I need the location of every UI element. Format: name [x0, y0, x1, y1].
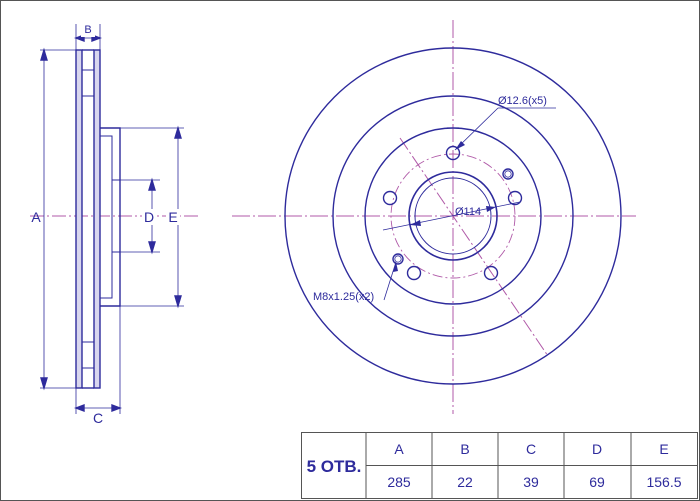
- spec-value-b: 22: [457, 474, 473, 490]
- spec-value-d: 69: [589, 474, 605, 490]
- center-bore-label: Ø114: [455, 206, 481, 218]
- threaded-hole-thread: [394, 255, 402, 263]
- center-bore-chamfer: [414, 177, 492, 255]
- side-view: [30, 24, 198, 414]
- spec-col-header-b: B: [460, 441, 469, 457]
- dim-e-label: E: [168, 209, 177, 225]
- thread-leader: [383, 261, 397, 301]
- threaded-hole: [502, 168, 514, 180]
- bolt-hole-label: Ø12.6(x5): [498, 95, 547, 107]
- spec-col-header-a: A: [394, 441, 404, 457]
- bolt-hole: [445, 145, 461, 161]
- bolt-hole: [406, 265, 422, 281]
- side-disc-plate-right: [93, 49, 101, 389]
- dim-b-label: B: [84, 24, 91, 36]
- threaded-hole: [392, 253, 404, 265]
- disc-outer-edge: [284, 47, 622, 385]
- dim-a-label: A: [31, 209, 41, 225]
- spec-col-header-e: E: [659, 441, 668, 457]
- spec-value-c: 39: [523, 474, 539, 490]
- side-hub-bore: [111, 179, 121, 253]
- spec-value-e: 156.5: [646, 474, 681, 490]
- side-hat-outline: [100, 127, 121, 307]
- side-disc-plate-left: [75, 49, 83, 389]
- dim-d-label: D: [144, 209, 154, 225]
- spec-value-a: 285: [387, 474, 411, 490]
- spec-table: 5 ОТВ. A B C D E 285 22 39 69 156.5: [301, 432, 698, 499]
- bolt-hole: [507, 190, 523, 206]
- front-view: [232, 20, 636, 414]
- spec-col-header-c: C: [526, 441, 536, 457]
- spec-col-header-d: D: [592, 441, 602, 457]
- center-bore-leader: [382, 201, 521, 231]
- threaded-hole-thread: [504, 170, 512, 178]
- bolt-pitch-circle: [390, 153, 516, 279]
- spec-table-header: 5 ОТВ.: [307, 457, 362, 476]
- thread-label: M8x1.25(x2): [313, 291, 374, 303]
- center-bore: [408, 171, 498, 261]
- bolt-hole: [483, 265, 499, 281]
- bolt-hole: [382, 190, 398, 206]
- hat-outline: [364, 127, 542, 305]
- friction-ring-inner: [332, 95, 574, 337]
- dim-c-label: C: [93, 410, 103, 426]
